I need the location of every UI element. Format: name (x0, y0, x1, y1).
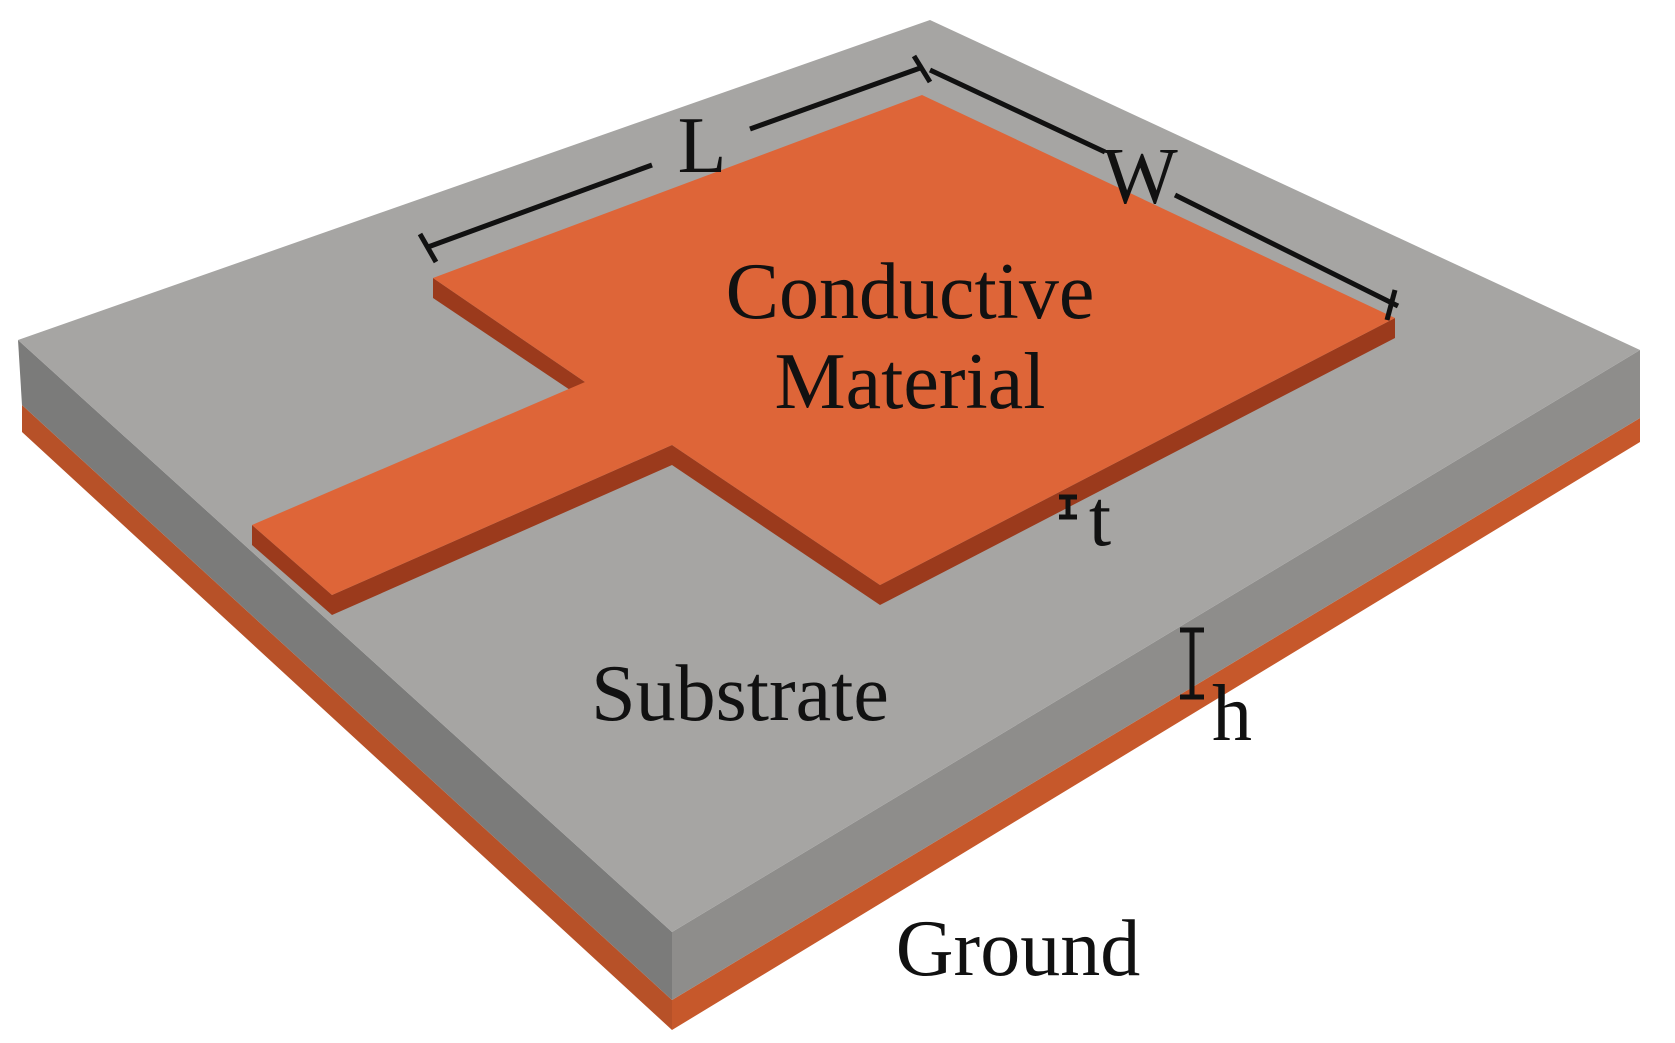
conductive-material-label-line1: Conductive (726, 248, 1095, 336)
height-marker (1180, 627, 1204, 700)
ground-label: Ground (896, 905, 1140, 993)
conductive-material-label-line2: Material (775, 338, 1046, 426)
length-label: L (678, 102, 727, 190)
width-dimension (928, 67, 1400, 321)
length-dimension (417, 54, 933, 264)
substrate-label: Substrate (591, 650, 889, 738)
ground-plane-right-face (672, 418, 1640, 1030)
ground-plane-left-face (22, 405, 672, 1030)
height-label: h (1212, 670, 1252, 758)
thickness-label: t (1089, 475, 1111, 563)
conductive-patch-top (252, 95, 1395, 595)
thickness-marker (1059, 494, 1077, 520)
width-label: W (1102, 133, 1178, 221)
patch-side-face-left (433, 278, 585, 400)
substrate-left-face (18, 340, 672, 1000)
substrate-right-face (672, 350, 1640, 1000)
